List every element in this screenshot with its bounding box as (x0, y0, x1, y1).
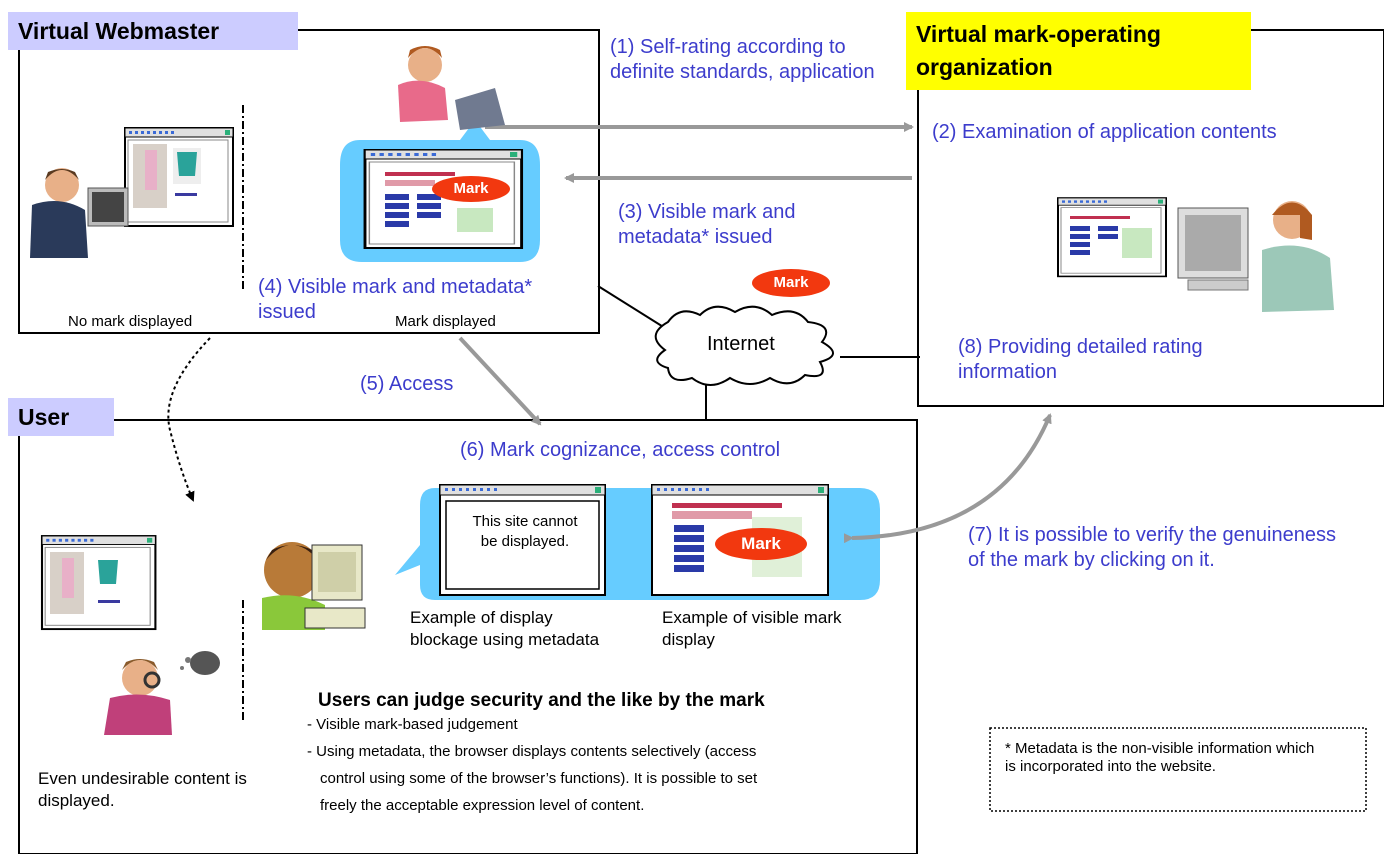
no-mark-label: No mark displayed (68, 313, 193, 330)
summary-bullet: control using some of the browser’s func… (320, 770, 758, 787)
child-user-icon (262, 542, 366, 630)
arrow-dotted (167, 337, 211, 502)
step-2-label: (2) Examination of application contents (932, 121, 1277, 143)
step-1-label: (1) Self-rating according to definite st… (610, 36, 875, 83)
step-6-label: (6) Mark cognizance, access control (460, 439, 781, 461)
user-box (18, 419, 918, 854)
browser-org (1057, 197, 1167, 278)
example-block-caption: Example of display blockage using metada… (410, 608, 600, 649)
step-5-label: (5) Access (360, 373, 454, 395)
webmaster-person-icon (398, 46, 505, 130)
summary-bullet: - Visible mark-based judgement (307, 716, 518, 733)
webmaster-box (18, 29, 600, 334)
mark-badge-issued: Mark (752, 269, 830, 297)
summary-bullets: - Visible mark-based judgement - Using m… (307, 711, 757, 819)
undesirable-caption: Even undesirable content is displayed. (38, 769, 247, 810)
summary-bullet: freely the acceptable expression level o… (320, 797, 645, 814)
user-header: User (8, 398, 114, 436)
footnote-text: * Metadata is the non-visible informatio… (1005, 740, 1315, 775)
arrow-5 (458, 336, 542, 426)
summary-bullet: - Using metadata, the browser displays c… (307, 743, 757, 760)
browser-no-mark (124, 127, 234, 227)
internet-label: Internet (707, 333, 775, 355)
footnote-box (989, 727, 1367, 812)
step-8-label: (8) Providing detailed rating informatio… (958, 336, 1203, 383)
browser-blocked (439, 484, 606, 596)
browser-user-undesirable (40, 534, 157, 631)
worried-user-icon (104, 651, 220, 735)
mark-displayed-label: Mark displayed (395, 313, 496, 330)
arrow-7 (843, 413, 1052, 544)
org-person-icon (1177, 201, 1334, 312)
browser-mark-displayed (363, 148, 524, 250)
line-internet-webmaster (597, 285, 666, 329)
webmaster-left-person-icon (30, 168, 129, 258)
step-7-label: (7) It is possible to verify the genuine… (968, 524, 1336, 571)
mark-badge-webmaster: Mark (432, 176, 510, 202)
blocked-message: This site cannot be displayed. (472, 513, 578, 550)
organization-header: Virtual mark-operating organization (906, 12, 1251, 90)
step-4-label: (4) Visible mark and metadata* issued (258, 276, 533, 323)
webmaster-header: Virtual Webmaster (8, 12, 298, 50)
summary-heading: Users can judge security and the like by… (318, 690, 765, 711)
example-visible-caption: Example of visible mark display (662, 608, 842, 649)
step-3-label: (3) Visible mark and metadata* issued (618, 201, 796, 248)
internet-cloud (654, 305, 834, 386)
mark-badge-user: Mark (715, 528, 807, 560)
